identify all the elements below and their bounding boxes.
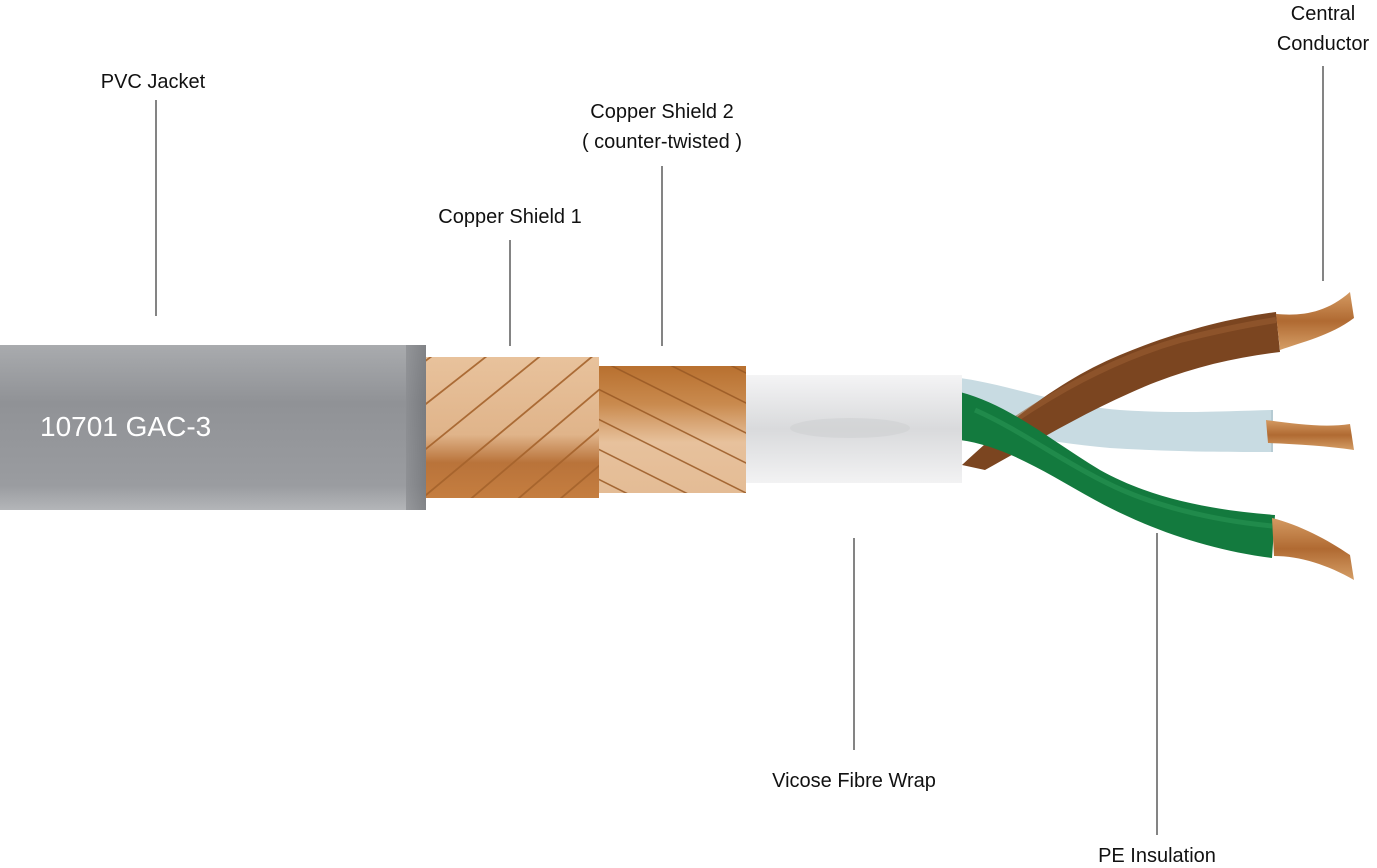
- central-conductor-label: Central: [1291, 3, 1355, 25]
- vicose-fibre-wrap-label: Vicose Fibre Wrap: [772, 770, 936, 792]
- brown-wire: [962, 312, 1280, 470]
- copper-shield-2-label: Copper Shield 2: [590, 101, 733, 123]
- central-conductor-sublabel: Conductor: [1277, 33, 1370, 55]
- vicose-fibre-wrap-layer: [744, 375, 962, 483]
- pvc-jacket-layer: 10701 GAC-3: [0, 345, 426, 510]
- bottom-conductor-strand: [1272, 518, 1354, 580]
- top-conductor-strand: [1276, 292, 1354, 350]
- copper-shield-1-label: Copper Shield 1: [438, 206, 581, 228]
- pvc-jacket-label: PVC Jacket: [101, 71, 206, 93]
- copper-shield-2-sublabel: ( counter-twisted ): [582, 131, 742, 153]
- pe-insulation-label: PE Insulation: [1098, 845, 1216, 867]
- copper-shield-2-layer: [598, 366, 746, 493]
- jacket-print-text: 10701 GAC-3: [40, 411, 211, 442]
- green-wire: [960, 392, 1275, 558]
- copper-shield-1-layer: [424, 357, 599, 498]
- middle-conductor-strand: [1266, 420, 1354, 450]
